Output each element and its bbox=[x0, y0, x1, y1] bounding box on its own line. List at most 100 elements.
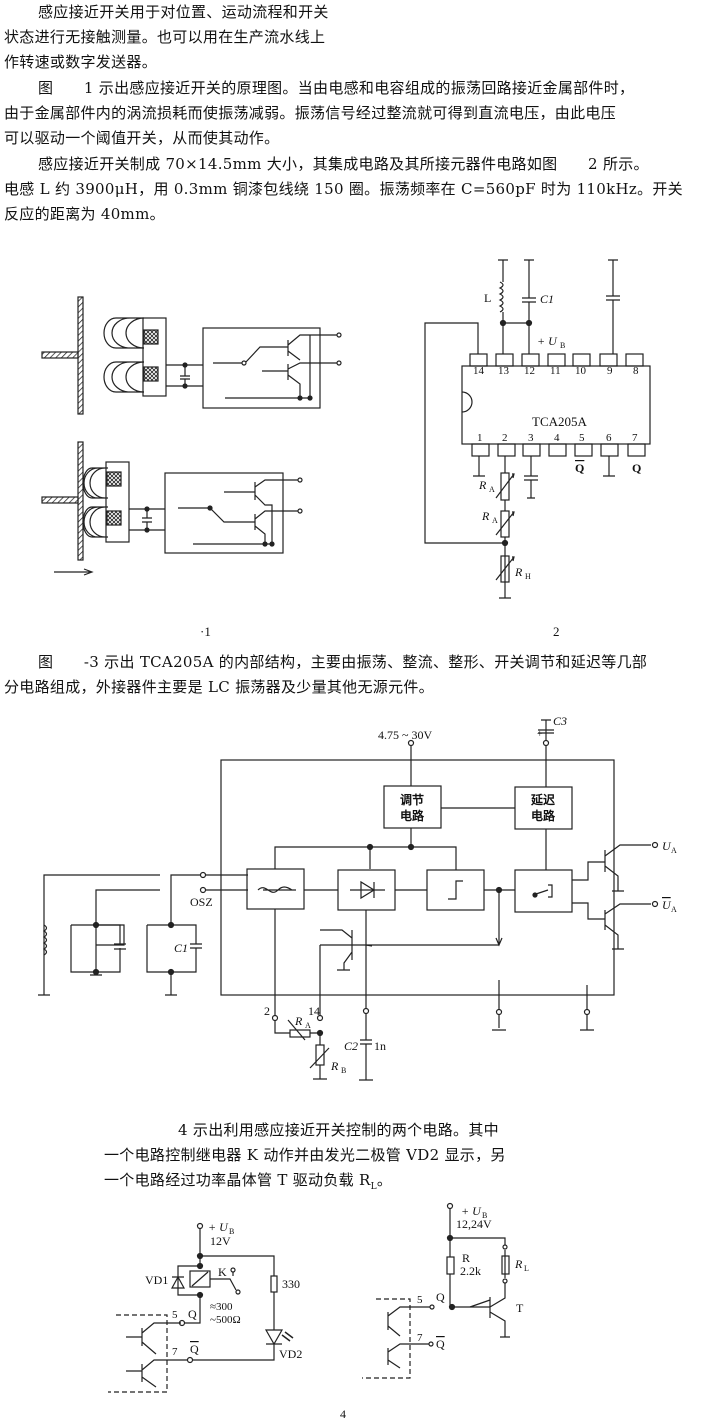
paragraph-5-line-1: 4 示出利用感应接近开关控制的两个电路。其中 bbox=[178, 1121, 499, 1139]
load-rl-label: R bbox=[514, 1257, 523, 1271]
c1-label-fig3: C1 bbox=[174, 941, 188, 955]
ra2-subscript: A bbox=[492, 516, 498, 525]
delay-label-1: 延迟 bbox=[530, 792, 555, 807]
pin-5: 5 bbox=[579, 432, 585, 444]
ua-label: U bbox=[662, 839, 672, 853]
figure-1-diagram bbox=[41, 296, 342, 576]
motion-arrow bbox=[54, 568, 94, 576]
ra-label: R bbox=[294, 1014, 303, 1028]
paragraph-3-line-2: 电感 L 约 3900μH，用 0.3mm 铜漆包线绕 150 圈。振荡频率在 … bbox=[4, 180, 683, 198]
rh-subscript: H bbox=[525, 572, 531, 581]
paragraph-3-line-3: 反应的距离为 40mm。 bbox=[4, 205, 165, 223]
sensor-coil-top bbox=[103, 317, 167, 397]
switch-block bbox=[514, 869, 573, 913]
figure-4-right-circuit bbox=[362, 1202, 510, 1379]
rb-subscript: B bbox=[341, 1066, 346, 1075]
left-pin-5: 5 bbox=[172, 1309, 178, 1321]
inductor-label: L bbox=[484, 291, 491, 305]
pin-2: 2 bbox=[502, 432, 508, 444]
right-pin-7: 7 bbox=[417, 1332, 423, 1344]
regulator-label-1: 调节 bbox=[400, 792, 424, 807]
load-rl-subscript: L bbox=[524, 1264, 529, 1273]
pin-7: 7 bbox=[632, 432, 638, 444]
ra-subscript: A bbox=[305, 1021, 311, 1030]
right-supply-label: + U bbox=[461, 1204, 482, 1218]
transistor-t-label: T bbox=[516, 1301, 524, 1315]
paragraph-4-line-2: 分电路组成，外接器件主要是 LC 振荡器及少量其他无源元件。 bbox=[4, 678, 434, 696]
right-q-label: Q bbox=[436, 1290, 445, 1304]
figure-4-left-circuit bbox=[108, 1222, 294, 1393]
pin-9: 9 bbox=[607, 365, 613, 377]
metal-plate bbox=[77, 296, 84, 415]
regulator-block bbox=[383, 785, 442, 829]
pin-10: 10 bbox=[575, 365, 587, 377]
paragraph-2-line-3: 可以驱动一个阈值开关，从而使其动作。 bbox=[4, 129, 280, 147]
sensor-coil-bottom bbox=[82, 461, 130, 543]
osz-label: OSZ bbox=[190, 895, 213, 909]
ub-label: + U bbox=[537, 334, 558, 348]
left-voltage: 12V bbox=[210, 1234, 231, 1248]
c2-value: 1n bbox=[374, 1039, 386, 1053]
ua-bar-subscript: A bbox=[671, 905, 677, 914]
figure-2-diagram bbox=[424, 259, 651, 599]
right-voltage: 12,24V bbox=[456, 1217, 492, 1231]
switch-box-top bbox=[202, 327, 321, 409]
figure-3-labels: 4.75 ~ 30V C3 + 调节 电路 延迟 电路 OSZ C1 2 14 … bbox=[174, 714, 677, 1075]
ua-subscript: A bbox=[671, 846, 677, 855]
ub-subscript: B bbox=[560, 341, 565, 350]
right-supply-subscript: B bbox=[482, 1211, 487, 1220]
figure-1-caption: ·1 bbox=[200, 624, 211, 639]
ra2-label: R bbox=[481, 509, 490, 523]
pin-12: 12 bbox=[524, 365, 535, 377]
pin-6: 6 bbox=[606, 432, 612, 444]
paragraph-1-line-3: 作转速或数字发送器。 bbox=[4, 53, 158, 71]
vd1-label: VD1 bbox=[145, 1273, 168, 1287]
paragraph-5-line-2: 一个电路控制继电器 K 动作并由发光二极管 VD2 显示，另 bbox=[104, 1146, 506, 1164]
rh-label: R bbox=[514, 565, 523, 579]
ra1-subscript: A bbox=[489, 485, 495, 494]
supply-voltage-label: 4.75 ~ 30V bbox=[378, 728, 432, 742]
figure-2-labels: L C1 + U B R A R A R H Q Q bbox=[478, 291, 641, 581]
vd2-label: VD2 bbox=[279, 1347, 302, 1361]
paragraph-3-line-1: 感应接近开关制成 70×14.5mm 大小，其集成电路及其所接元器件电路如图 2… bbox=[38, 155, 649, 173]
coil-resistance-2: ~500Ω bbox=[210, 1314, 241, 1326]
pin-14: 14 bbox=[473, 365, 485, 377]
c3-plus: + bbox=[537, 729, 543, 740]
relay-k-label: K bbox=[218, 1265, 227, 1279]
c3-label: C3 bbox=[553, 714, 567, 728]
coil-resistance-1: ≈300 bbox=[210, 1301, 233, 1313]
paragraph-1-line-2: 状态进行无接触测量。也可以用在生产流水线上 bbox=[4, 28, 326, 46]
metal-rod bbox=[41, 351, 79, 359]
paragraph-4-line-1: 图 -3 示出 TCA205A 的内部结构，主要由振荡、整流、整形、开关调节和延… bbox=[38, 653, 648, 671]
left-q-bar-label: Q bbox=[190, 1342, 199, 1356]
q-bar-label: Q bbox=[575, 461, 584, 475]
resistor-330-label: 330 bbox=[282, 1277, 300, 1291]
pin-3: 3 bbox=[528, 432, 534, 444]
right-q-bar-label: Q bbox=[436, 1337, 445, 1351]
pin-2-label: 2 bbox=[264, 1004, 270, 1018]
pin-11: 11 bbox=[550, 365, 561, 377]
resistor-r-label: R bbox=[462, 1251, 470, 1265]
paragraph-1-line-1: 感应接近开关用于对位置、运动流程和开关 bbox=[38, 3, 329, 21]
figure-4-right-labels: + U B 12,24V R 2.2k R L 5 Q 7 Q T bbox=[417, 1204, 529, 1351]
resistor-r-value: 2.2k bbox=[460, 1264, 481, 1278]
left-pin-7: 7 bbox=[172, 1346, 178, 1358]
rb-label: R bbox=[330, 1059, 339, 1073]
rl-subscript: L bbox=[370, 1182, 377, 1192]
q-label: Q bbox=[632, 461, 641, 475]
figure-4-left-labels: + U B 12V VD1 K 330 ≈300 ~500Ω 5 Q 7 Q V… bbox=[145, 1220, 302, 1361]
figure-3-diagram bbox=[38, 719, 659, 1081]
ra1-label: R bbox=[478, 478, 487, 492]
ic-internal-frame bbox=[220, 759, 615, 996]
oscillator-block bbox=[246, 868, 305, 910]
regulator-label-2: 电路 bbox=[400, 808, 425, 823]
c2-label: C2 bbox=[344, 1039, 358, 1053]
delay-label-2: 电路 bbox=[531, 808, 556, 823]
left-supply-label: + U bbox=[208, 1220, 229, 1234]
ic-top-pin-numbers: 14 13 12 11 10 9 8 1 2 3 4 5 6 7 bbox=[473, 365, 639, 444]
switch-box-bottom bbox=[164, 472, 284, 554]
metal-rod-bottom bbox=[41, 496, 79, 504]
ua-bar-label: U bbox=[662, 898, 672, 912]
ic-label: TCA205A bbox=[532, 414, 588, 429]
